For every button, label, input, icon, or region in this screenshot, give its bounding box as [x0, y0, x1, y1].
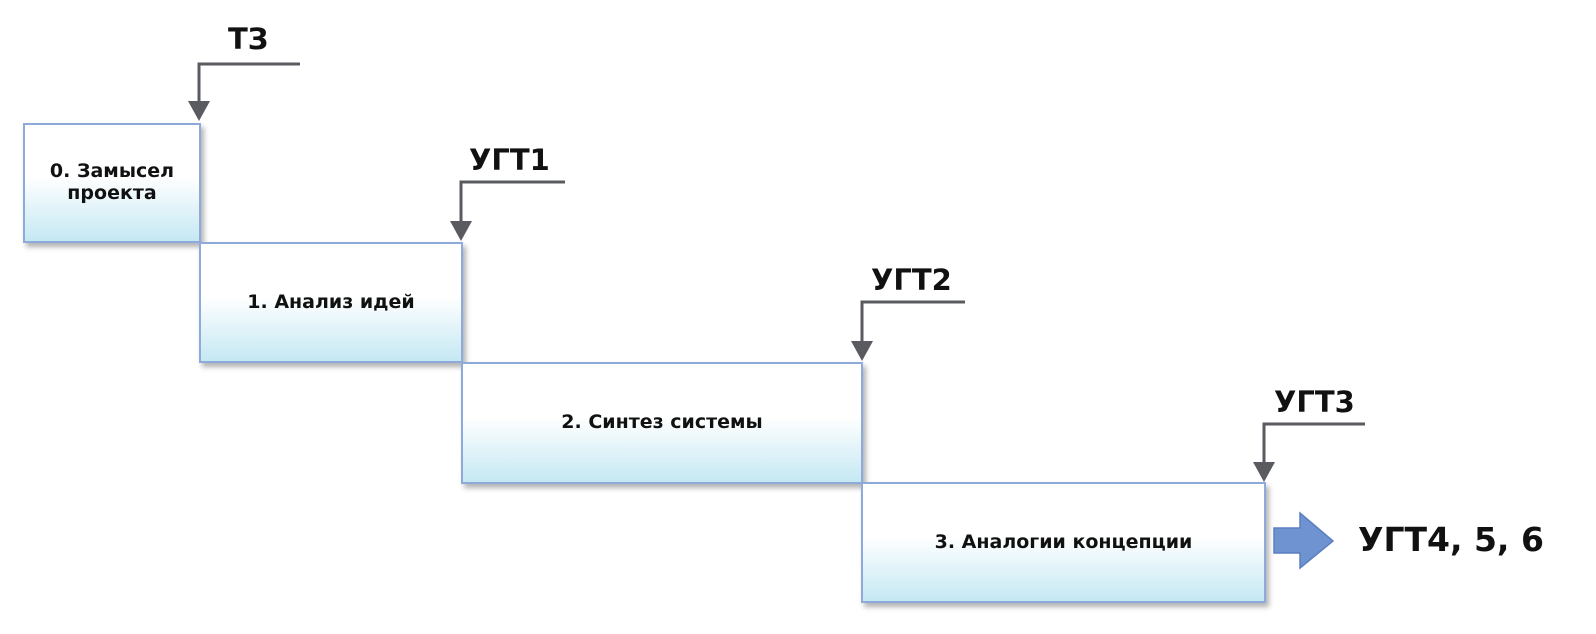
- stage-2-box: 2. Синтез системы: [461, 362, 863, 484]
- gate-tz-label: ТЗ: [228, 22, 269, 56]
- gate-ugt2-arrowhead: [851, 341, 873, 361]
- stage-1-label: 1. Анализ идей: [247, 290, 415, 313]
- gate-ugt1-label: УГТ1: [469, 143, 550, 177]
- stage-0-label: 0. Замысел проекта: [49, 160, 175, 204]
- next-gates-label: УГТ4, 5, 6: [1358, 520, 1544, 559]
- stage-1-box: 1. Анализ идей: [199, 242, 463, 363]
- gate-ugt3-arrowhead: [1253, 462, 1275, 482]
- gate-tz-bracket: [197, 62, 300, 104]
- next-arrow-icon: [1273, 511, 1335, 570]
- stage-0-box: 0. Замысел проекта: [23, 123, 201, 243]
- stage-2-label: 2. Синтез системы: [561, 411, 763, 434]
- gate-ugt2-label: УГТ2: [871, 263, 952, 297]
- stage-3-label: 3. Аналогии концепции: [934, 530, 1193, 553]
- gate-ugt1-bracket: [459, 180, 565, 224]
- gate-ugt2-bracket: [860, 300, 965, 344]
- gate-tz-arrowhead: [188, 101, 210, 121]
- gate-ugt1-arrowhead: [450, 221, 472, 241]
- gate-ugt3-label: УГТ3: [1274, 385, 1355, 419]
- gate-ugt3-bracket: [1262, 422, 1365, 465]
- stage-3-box: 3. Аналогии концепции: [861, 482, 1266, 603]
